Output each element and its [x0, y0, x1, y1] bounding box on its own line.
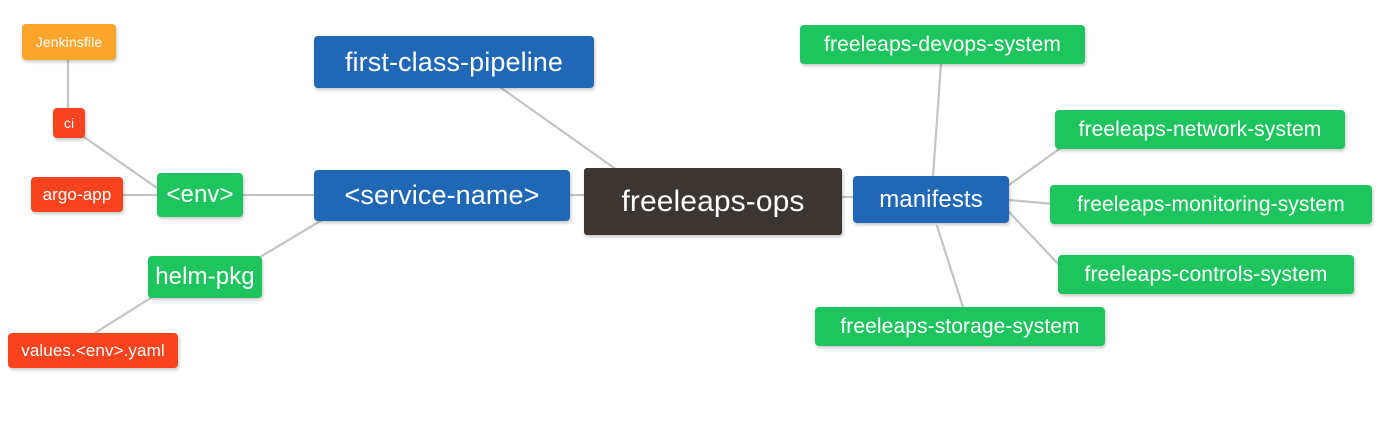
- node-ci[interactable]: ci: [53, 108, 85, 138]
- edge-manifests-devops: [931, 62, 943, 178]
- node-helm-pkg[interactable]: helm-pkg: [148, 256, 262, 298]
- node-jenkinsfile-label: Jenkinsfile: [35, 34, 103, 50]
- edge-pipeline-root: [495, 83, 619, 172]
- node-freeleaps-network-system[interactable]: freeleaps-network-system: [1055, 110, 1345, 149]
- node-service-name[interactable]: <service-name>: [314, 170, 570, 221]
- node-freeleaps-monitoring-system[interactable]: freeleaps-monitoring-system: [1050, 185, 1372, 224]
- node-first-class-pipeline[interactable]: first-class-pipeline: [314, 36, 594, 88]
- node-env[interactable]: <env>: [157, 173, 243, 217]
- edge-manifests-storage: [935, 224, 965, 309]
- node-freeleaps-storage-system-label: freeleaps-storage-system: [840, 315, 1080, 338]
- node-freeleaps-devops-system[interactable]: freeleaps-devops-system: [800, 25, 1085, 64]
- node-ci-label: ci: [63, 115, 75, 131]
- node-values-yaml[interactable]: values.<env>.yaml: [8, 333, 178, 368]
- node-root-label: freeleaps-ops: [621, 184, 805, 218]
- node-freeleaps-storage-system[interactable]: freeleaps-storage-system: [815, 307, 1105, 346]
- edge-manifests-network: [1007, 145, 1064, 187]
- node-root-freeleaps-ops[interactable]: freeleaps-ops: [584, 168, 842, 235]
- node-env-label: <env>: [166, 181, 234, 208]
- node-freeleaps-devops-system-label: freeleaps-devops-system: [824, 33, 1061, 56]
- edge-helmpkg-values: [93, 290, 162, 335]
- node-values-yaml-label: values.<env>.yaml: [21, 341, 165, 360]
- node-jenkinsfile[interactable]: Jenkinsfile: [22, 24, 116, 60]
- node-argo-app-label: argo-app: [42, 185, 112, 204]
- node-freeleaps-monitoring-system-label: freeleaps-monitoring-system: [1077, 193, 1345, 216]
- node-service-name-label: <service-name>: [344, 180, 540, 210]
- node-freeleaps-network-system-label: freeleaps-network-system: [1078, 118, 1322, 141]
- node-helm-pkg-label: helm-pkg: [155, 263, 255, 290]
- node-first-class-pipeline-label: first-class-pipeline: [344, 46, 564, 77]
- node-manifests-label: manifests: [879, 185, 983, 213]
- node-manifests[interactable]: manifests: [853, 176, 1009, 223]
- node-argo-app[interactable]: argo-app: [31, 177, 123, 212]
- node-freeleaps-controls-system-label: freeleaps-controls-system: [1084, 263, 1328, 286]
- edge-manifests-monitoring: [1007, 198, 1055, 206]
- node-freeleaps-controls-system[interactable]: freeleaps-controls-system: [1058, 255, 1354, 294]
